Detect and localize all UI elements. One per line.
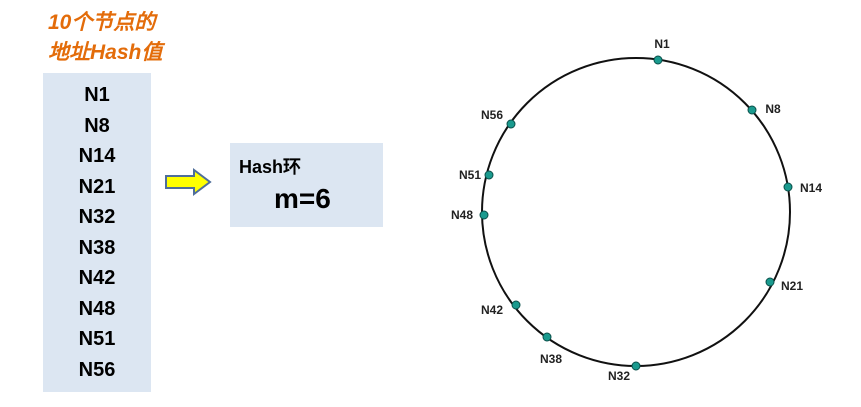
- ring-node-dot: [747, 105, 757, 115]
- list-item: N8: [84, 114, 110, 137]
- ring-node-label: N8: [765, 102, 781, 116]
- list-item: N21: [78, 175, 116, 198]
- ring-node-dot: [765, 277, 775, 287]
- title-line-2: 地址Hash值: [48, 41, 163, 64]
- ring-node-label: N56: [481, 108, 503, 122]
- list-item: N14: [78, 145, 116, 167]
- list-item: N56: [78, 358, 116, 381]
- ring-node-dot: [479, 210, 489, 220]
- ring-circle: [481, 57, 791, 367]
- ring-node-label: N1: [654, 37, 670, 51]
- ring-node-dot: [484, 170, 494, 180]
- ring-node-dot: [653, 55, 663, 65]
- hash-ring-box: Hash环 m=6: [230, 143, 383, 227]
- hash-ring-label: Hash环: [239, 157, 302, 177]
- ring-node-dot: [783, 182, 793, 192]
- list-title: 10个节点的 地址Hash值: [48, 8, 162, 68]
- ring-node-dot: [506, 119, 516, 129]
- title-line-1: 10个节点的: [48, 11, 156, 34]
- ring-node-dot: [511, 300, 521, 310]
- list-item: N38: [78, 236, 116, 259]
- ring-node-label: N32: [608, 369, 630, 383]
- hash-ring-param: m=6: [274, 183, 331, 214]
- ring-node-dot: [631, 361, 641, 371]
- list-item: N51: [78, 328, 116, 350]
- list-item: N42: [78, 267, 116, 289]
- node-hash-list: N1 N8 N14 N21 N32 N38 N42 N48 N51 N56: [43, 73, 151, 392]
- ring-node-label: N51: [459, 168, 481, 182]
- list-item: N1: [84, 84, 110, 106]
- list-item: N32: [78, 206, 116, 228]
- right-arrow-icon: [165, 168, 212, 196]
- ring-node-label: N48: [451, 208, 473, 222]
- ring-node-dot: [542, 332, 552, 342]
- ring-node-label: N38: [540, 352, 562, 366]
- ring-node-label: N42: [481, 303, 503, 317]
- list-item: N48: [78, 297, 116, 320]
- ring-node-label: N14: [800, 181, 822, 195]
- ring-node-label: N21: [781, 279, 803, 293]
